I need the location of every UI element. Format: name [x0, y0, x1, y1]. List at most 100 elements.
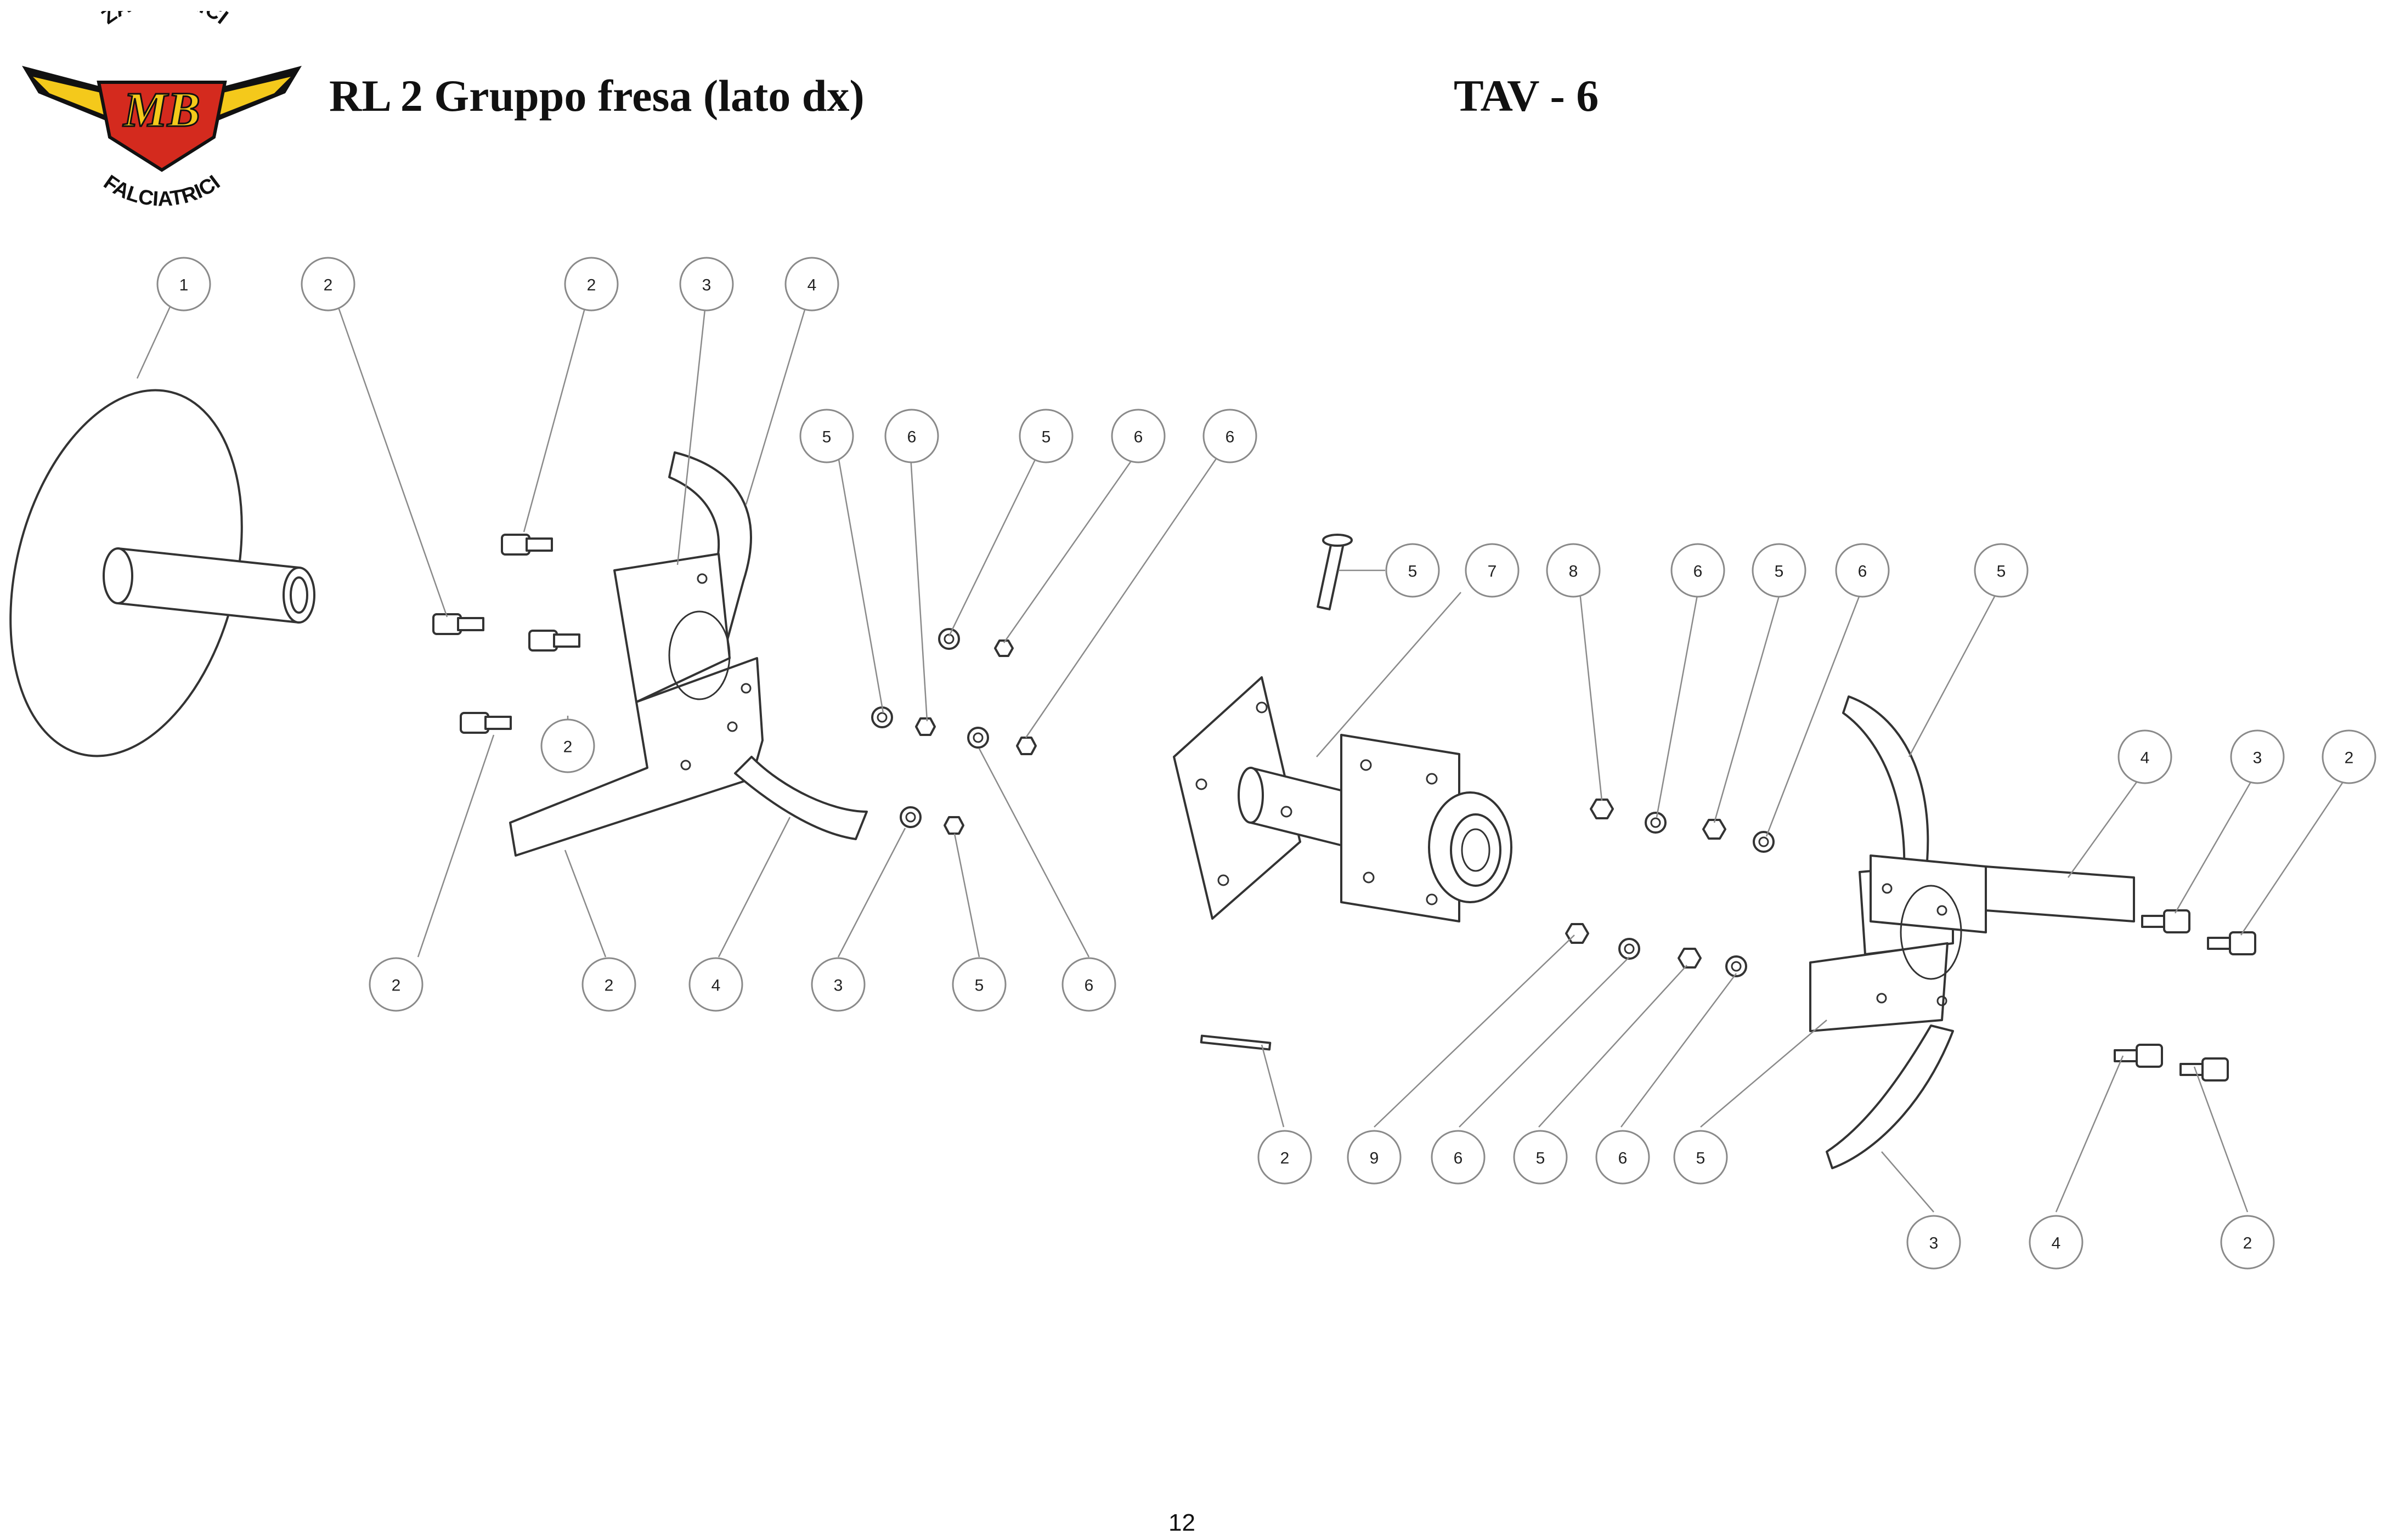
svg-text:2: 2 — [2345, 749, 2354, 767]
bolt — [460, 712, 512, 734]
svg-text:1: 1 — [179, 276, 189, 295]
callout: 2 — [2220, 1215, 2275, 1270]
svg-text:6: 6 — [1134, 428, 1143, 446]
callout: 3 — [2230, 729, 2285, 784]
bolt — [432, 613, 484, 635]
callout: 4 — [2117, 729, 2172, 784]
logo-shield — [97, 81, 227, 172]
callout: 6 — [884, 409, 939, 463]
svg-text:2: 2 — [605, 977, 614, 995]
svg-text:5: 5 — [1696, 1150, 1706, 1168]
svg-text:4: 4 — [711, 977, 721, 995]
callout: 3 — [1906, 1215, 1961, 1270]
bolt — [2179, 1057, 2229, 1082]
bolt — [2207, 931, 2256, 955]
callout: 6 — [1111, 409, 1166, 463]
svg-text:6: 6 — [1085, 977, 1094, 995]
callout: 2 — [564, 257, 619, 312]
svg-text:5: 5 — [1042, 428, 1051, 446]
page-number: 12 — [1168, 1509, 1195, 1536]
leader-lines — [136, 304, 2352, 1213]
svg-text:9: 9 — [1370, 1150, 1379, 1168]
svg-text:6: 6 — [1226, 428, 1235, 446]
callouts: 1 2 2 3 4 5 6 5 6 6 2 2 2 4 3 5 6 5 7 8 … — [156, 257, 2376, 1270]
part-key — [1200, 1034, 1272, 1051]
callout: 5 — [1385, 543, 1440, 598]
callout: 4 — [2029, 1215, 2083, 1270]
callout: 6 — [1835, 543, 1890, 598]
callout: 5 — [1752, 543, 1806, 598]
svg-text:2: 2 — [563, 738, 573, 756]
left-bolts — [432, 534, 580, 734]
callout: 5 — [1974, 543, 2029, 598]
part-pin — [1317, 534, 1353, 610]
svg-text:3: 3 — [1929, 1235, 1939, 1253]
callout: 5 — [1673, 1130, 1728, 1185]
svg-text:5: 5 — [1536, 1150, 1545, 1168]
callout: 4 — [784, 257, 839, 312]
svg-text:5: 5 — [1408, 563, 1418, 581]
svg-text:6: 6 — [1618, 1150, 1628, 1168]
bolt — [2114, 1044, 2163, 1068]
callout: 2 — [1257, 1130, 1312, 1185]
svg-text:4: 4 — [807, 276, 817, 295]
callout: 3 — [679, 257, 734, 312]
right-nuts-washers — [1565, 799, 1775, 977]
bolt — [528, 630, 580, 652]
callout: 2 — [581, 957, 636, 1012]
callout: 2 — [540, 718, 595, 773]
svg-text:5: 5 — [1775, 563, 1784, 581]
svg-text:3: 3 — [834, 977, 843, 995]
callout: 6 — [1670, 543, 1725, 598]
callout: 6 — [1431, 1130, 1486, 1185]
part-disk-with-tube — [9, 389, 315, 757]
svg-text:3: 3 — [2253, 749, 2262, 767]
svg-text:2: 2 — [587, 276, 596, 295]
left-tine-assembly — [509, 451, 868, 857]
callout: 5 — [952, 957, 1007, 1012]
svg-text:5: 5 — [1997, 563, 2006, 581]
svg-text:5: 5 — [975, 977, 984, 995]
callout: 3 — [811, 957, 866, 1012]
svg-text:2: 2 — [2243, 1235, 2252, 1253]
callout: 5 — [799, 409, 854, 463]
callout: 1 — [156, 257, 211, 312]
left-nuts-washers — [871, 628, 1037, 835]
page-title: RL 2 Gruppo fresa (lato dx) — [329, 71, 865, 121]
bolt — [501, 534, 553, 556]
svg-text:2: 2 — [1280, 1150, 1290, 1168]
right-bolts — [2114, 909, 2256, 1082]
callout: 9 — [1347, 1130, 1402, 1185]
callout: 8 — [1546, 543, 1601, 598]
bolt — [2141, 909, 2190, 933]
svg-text:5: 5 — [822, 428, 832, 446]
mb-logo: MB ZAPPATRICI FALCIATRICI — [22, 11, 302, 211]
callout: 2 — [2322, 729, 2376, 784]
svg-text:4: 4 — [2052, 1235, 2061, 1253]
callout: 6 — [1202, 409, 1257, 463]
callout: 7 — [1465, 543, 1520, 598]
svg-text:3: 3 — [702, 276, 711, 295]
callout: 2 — [369, 957, 423, 1012]
plate-number: TAV - 6 — [1454, 71, 1599, 121]
svg-text:2: 2 — [392, 977, 401, 995]
logo-wings — [22, 66, 302, 129]
part-center-hub — [1173, 676, 1512, 922]
callout: 6 — [1061, 957, 1116, 1012]
callout: 2 — [301, 257, 355, 312]
svg-text:8: 8 — [1569, 563, 1578, 581]
svg-text:2: 2 — [324, 276, 333, 295]
callout: 4 — [688, 957, 743, 1012]
svg-text:6: 6 — [1454, 1150, 1463, 1168]
callout: 6 — [1595, 1130, 1650, 1185]
svg-text:7: 7 — [1488, 563, 1497, 581]
right-tine-assembly — [1809, 695, 2135, 1169]
svg-text:6: 6 — [1858, 563, 1867, 581]
svg-text:6: 6 — [907, 428, 917, 446]
svg-text:6: 6 — [1693, 563, 1703, 581]
logo-center-text: MB — [122, 83, 200, 137]
svg-text:4: 4 — [2141, 749, 2150, 767]
callout: 5 — [1019, 409, 1074, 463]
callout: 5 — [1513, 1130, 1568, 1185]
